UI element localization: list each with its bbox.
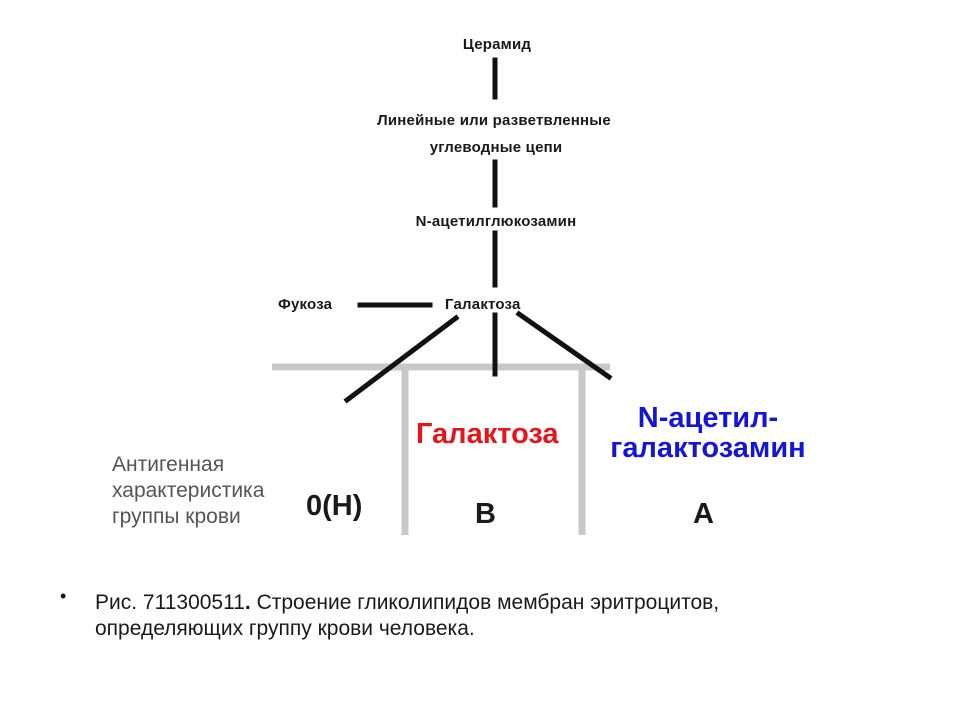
n-acetylglucosamine-label: N-ацетилглюкозамин — [415, 213, 577, 230]
branch-right — [515, 310, 613, 381]
fucose-label: Фукоза — [278, 296, 333, 313]
n-acetylgalactosamine-line1: N-ацетил- — [637, 402, 779, 434]
carbohydrate-chain-label-1: Линейные или разветвленные — [377, 112, 611, 129]
antigen-characteristic-line3: группы крови — [112, 505, 241, 528]
antigen-characteristic-line2: характеристика — [112, 479, 265, 502]
blood-group-b: B — [475, 498, 496, 530]
blood-group-a: A — [693, 498, 714, 530]
caption-text: Строение гликолипидов мембран эритроцито… — [95, 591, 720, 640]
caption-dot: . — [244, 591, 251, 614]
caption-bullet: • — [60, 586, 67, 606]
ceramide-label: Церамид — [462, 36, 532, 53]
chain-lines — [343, 57, 613, 404]
galactose-core-label: Галактоза — [445, 296, 521, 313]
galactose-b-label: Галактоза — [416, 418, 559, 450]
figure-caption: Рис. 711300511. Строение гликолипидов ме… — [95, 590, 855, 642]
carbohydrate-chain-label-2: углеводные цепи — [429, 139, 563, 156]
antigen-characteristic-line1: Антигенная — [112, 453, 225, 476]
n-acetylgalactosamine-line2: галактозамин — [610, 432, 806, 464]
branch-left — [343, 314, 460, 404]
membrane-lines — [272, 363, 610, 535]
caption-prefix: Рис. 711300511 — [95, 591, 245, 614]
blood-group-0h: 0(H) — [306, 490, 363, 522]
